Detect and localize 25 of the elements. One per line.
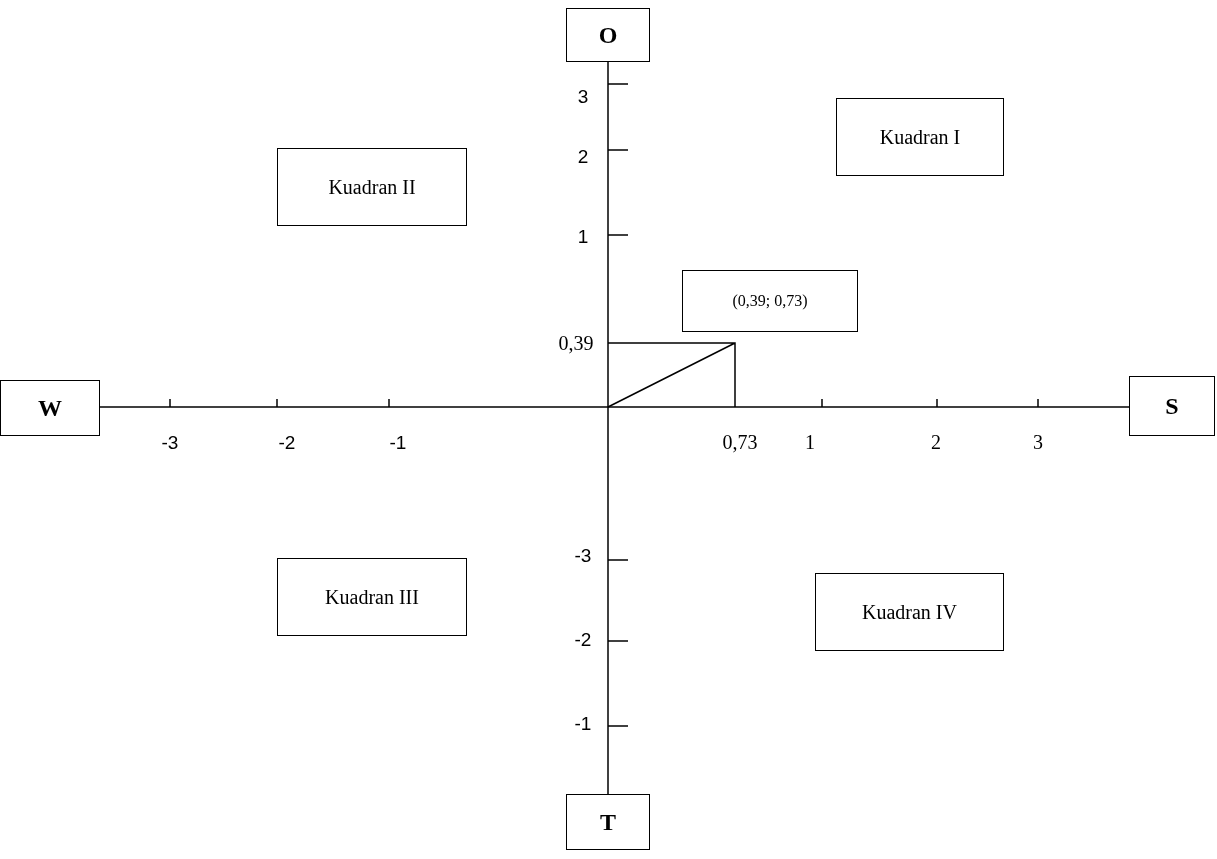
tick-label: -3 xyxy=(574,545,592,567)
tick-label: 2 xyxy=(931,430,941,454)
tick-label: 0,39 xyxy=(558,331,594,355)
tick-label: 3 xyxy=(1033,430,1043,454)
tick-label: -3 xyxy=(161,432,179,454)
axis-line xyxy=(607,61,609,795)
quadrant-box: Kuadran III xyxy=(277,558,467,636)
tick-label: 0,73 xyxy=(722,430,758,454)
quadrant-box: Kuadran IV xyxy=(815,573,1004,651)
axis-end-box: O xyxy=(566,8,650,62)
tick-label: -2 xyxy=(278,432,296,454)
axis-line xyxy=(99,406,1130,408)
tick-label: -1 xyxy=(389,432,407,454)
quadrant-box: Kuadran I xyxy=(836,98,1004,176)
tick-label: -1 xyxy=(574,713,592,735)
axis-end-box: T xyxy=(566,794,650,850)
tick-label: 1 xyxy=(805,430,815,454)
coordinate-box: (0,39; 0,73) xyxy=(682,270,858,332)
tick-label: 2 xyxy=(577,146,589,168)
tick-label: 3 xyxy=(577,86,589,108)
axis-end-box: S xyxy=(1129,376,1215,436)
axis-end-box: W xyxy=(0,380,100,436)
quadrant-box: Kuadran II xyxy=(277,148,467,226)
tick-label: -2 xyxy=(574,629,592,651)
tick-label: 1 xyxy=(577,226,589,248)
